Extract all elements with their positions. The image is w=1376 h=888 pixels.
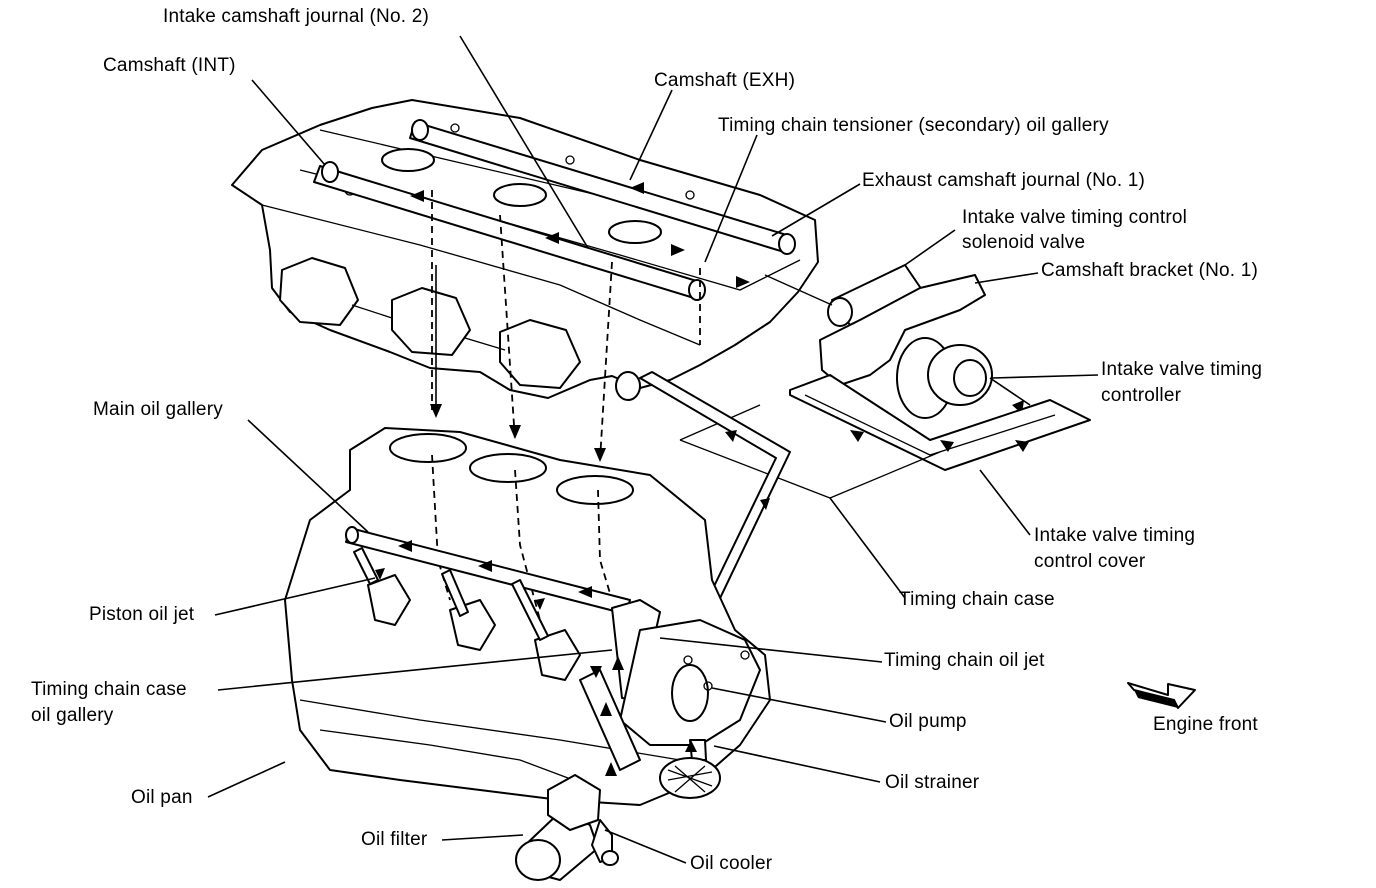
label-tensioner-gallery: Timing chain tensioner (secondary) oil g… — [718, 115, 1109, 136]
label-ivt-controller-line1: Intake valve timing — [1101, 359, 1263, 380]
label-oil-strainer: Oil strainer — [885, 772, 980, 793]
label-exhaust-journal-no1: Exhaust camshaft journal (No. 1) — [862, 170, 1146, 191]
label-oil-pan: Oil pan — [131, 787, 193, 808]
label-tcc-oil-gallery-line2: oil gallery — [31, 705, 114, 726]
label-camshaft-int: Camshaft (INT) — [103, 55, 236, 76]
label-timing-chain-oil-jet: Timing chain oil jet — [884, 650, 1045, 671]
oil-cooler-pipe-drawing — [579, 666, 641, 866]
label-engine-front: Engine front — [1153, 714, 1258, 735]
label-oil-cooler: Oil cooler — [690, 853, 773, 874]
label-ivtc-solenoid-line2: solenoid valve — [962, 232, 1086, 253]
label-camshaft-exh: Camshaft (EXH) — [654, 70, 796, 91]
label-ivtc-cover-line1: Intake valve timing — [1034, 525, 1196, 546]
leader-lines — [207, 35, 1099, 864]
camshaft-exh-drawing — [409, 119, 796, 255]
label-tcc-oil-gallery-line1: Timing chain case — [31, 679, 187, 700]
ivt-controller-drawing — [896, 337, 1031, 419]
label-ivtc-cover: Intake valve timing control cover — [1034, 525, 1195, 573]
label-oil-pump: Oil pump — [889, 711, 967, 732]
label-ivtc-cover-line2: control cover — [1034, 551, 1146, 572]
ivtc-solenoid-drawing — [764, 264, 923, 327]
oil-pump-drawing — [619, 619, 761, 746]
label-oil-filter: Oil filter — [361, 829, 428, 850]
label-timing-chain-case: Timing chain case — [899, 589, 1055, 610]
piston-oil-jet-drawing — [353, 547, 549, 641]
label-tcc-oil-gallery: Timing chain case oil gallery — [31, 679, 187, 727]
label-ivtc-solenoid: Intake valve timing control solenoid val… — [962, 207, 1187, 254]
ivtc-cover-drawing — [789, 374, 1091, 471]
label-ivt-controller-line2: controller — [1101, 385, 1182, 406]
engine-front-arrow-icon — [1127, 682, 1196, 709]
label-piston-oil-jet: Piston oil jet — [89, 604, 195, 625]
label-intake-journal-no2: Intake camshaft journal (No. 2) — [163, 6, 429, 27]
camshaft-int-drawing — [313, 161, 706, 301]
label-ivt-controller: Intake valve timing controller — [1101, 359, 1262, 407]
label-ivtc-solenoid-line1: Intake valve timing control — [962, 207, 1188, 228]
label-main-oil-gallery: Main oil gallery — [93, 399, 223, 420]
oil-strainer-drawing — [659, 739, 721, 799]
label-cam-bracket-no1: Camshaft bracket (No. 1) — [1041, 260, 1259, 281]
cylinder-head — [231, 99, 819, 399]
oil-filter-drawing — [515, 774, 601, 881]
